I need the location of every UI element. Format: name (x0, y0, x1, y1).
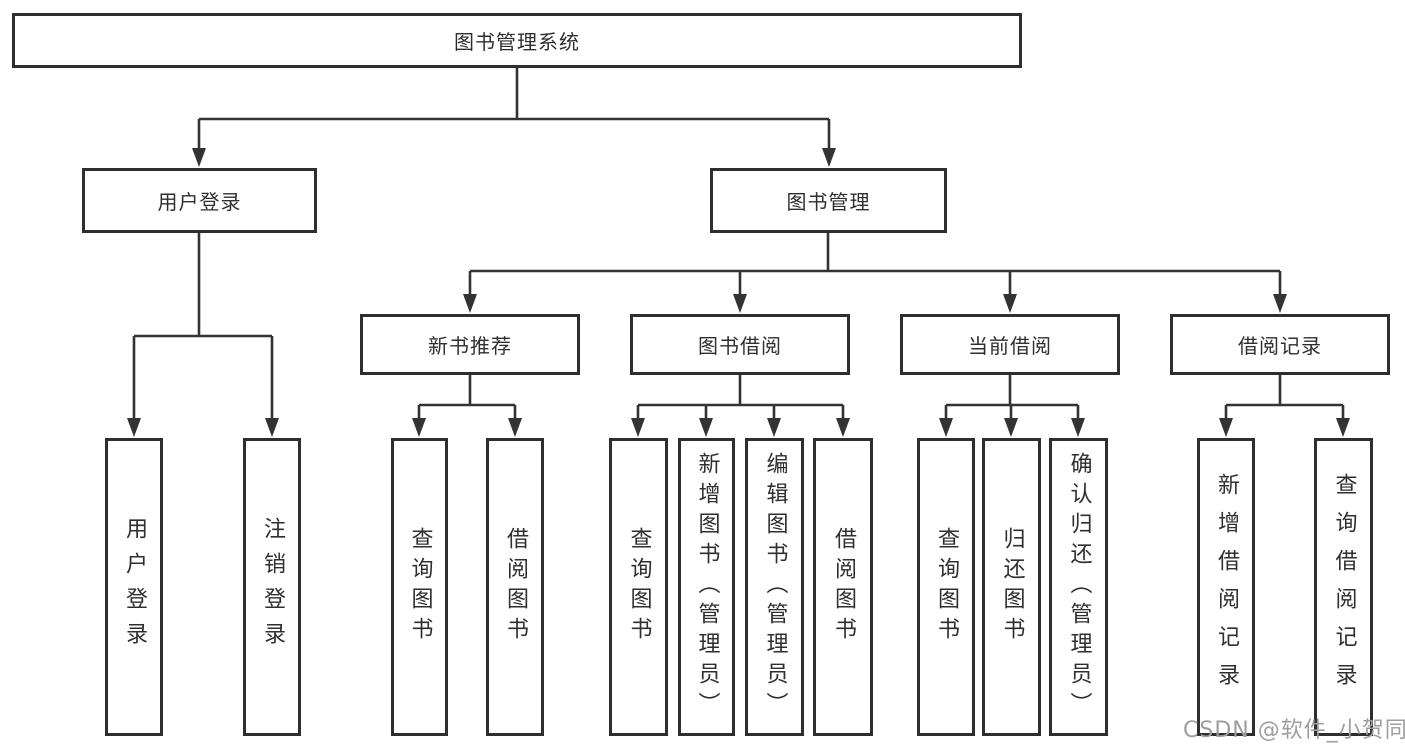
node-borrow-records: 借阅记录 (1170, 314, 1390, 375)
leaf-bb-add-books-admin: 新增图书（管理员） (678, 438, 735, 736)
leaf-cb-confirm-return-admin: 确认归还（管理员） (1049, 438, 1108, 736)
diagram-root-node: 图书管理系统 (12, 13, 1022, 68)
leaf-rec-borrow-books: 借阅图书 (486, 438, 544, 736)
leaf-cb-return-books: 归还图书 (982, 438, 1041, 736)
leaf-bb-edit-books-admin: 编辑图书（管理员） (745, 438, 804, 736)
node-book-management: 图书管理 (710, 168, 947, 233)
node-book-borrow: 图书借阅 (630, 314, 850, 375)
leaf-br-add-record: 新增借阅记录 (1197, 438, 1255, 736)
leaf-br-query-record: 查询借阅记录 (1314, 438, 1373, 736)
node-new-book-recommend: 新书推荐 (360, 314, 580, 375)
watermark: CSDN @软件_小贺同学 (1183, 718, 1405, 743)
leaf-cb-query-books: 查询图书 (917, 438, 975, 736)
leaf-rec-query-books: 查询图书 (391, 438, 448, 736)
leaf-bb-borrow-books: 借阅图书 (813, 438, 873, 736)
node-current-borrow: 当前借阅 (900, 314, 1120, 375)
leaf-logout: 注销登录 (243, 438, 301, 736)
node-user-login: 用户登录 (82, 168, 317, 233)
leaf-bb-query-books: 查询图书 (609, 438, 668, 736)
leaf-user-login: 用户登录 (105, 438, 163, 736)
